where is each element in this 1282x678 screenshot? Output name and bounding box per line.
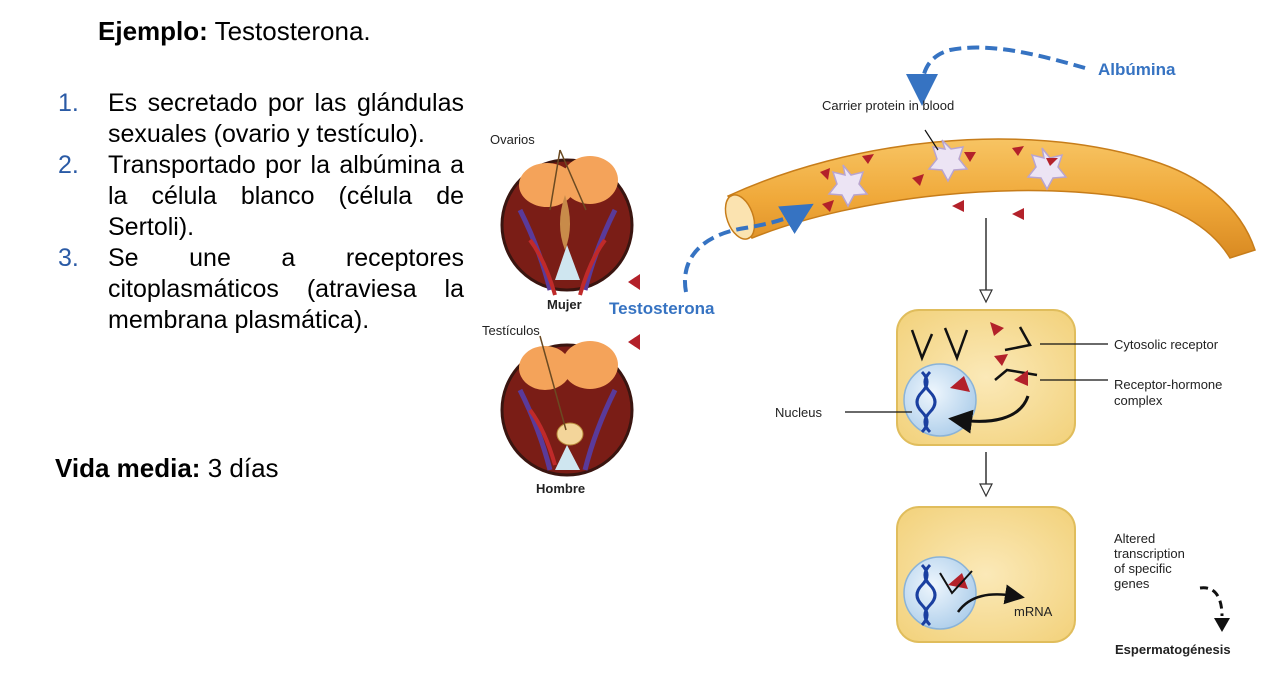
example-value: Testosterona.	[214, 16, 371, 46]
receptor-hormone-label: Receptor-hormone	[1114, 377, 1223, 392]
outcome-arrow	[1199, 586, 1224, 617]
hormone-triangle	[628, 334, 640, 350]
down-arrow-icon	[979, 452, 993, 498]
testosterone-arrow	[683, 203, 814, 293]
complex-label: complex	[1114, 393, 1163, 408]
half-life: Vida media: 3 días	[55, 453, 279, 484]
step-text: Se une a receptores citoplasmáticos (atr…	[108, 244, 464, 334]
target-cell-transcription	[896, 506, 1076, 643]
testis-illustration	[500, 335, 634, 477]
altered-line-2: transcription	[1114, 546, 1185, 561]
blood-vessel	[724, 138, 1256, 259]
albumin-label: Albúmina	[1098, 60, 1176, 79]
nucleus-label: Nucleus	[775, 405, 822, 420]
hormone-triangles	[820, 146, 1058, 220]
carrier-label: Carrier protein in blood	[822, 98, 955, 113]
step-text: Transportado por la albúmina a la célula…	[108, 151, 464, 241]
altered-line-3: of specific	[1114, 561, 1172, 576]
altered-transcription-label: Altered transcription of specific genes	[1114, 531, 1185, 591]
target-cell	[896, 309, 1076, 446]
step-text: Es secretado por las glándulas sexuales …	[108, 89, 464, 148]
list-item: 1. Es secretado por las glándulas sexual…	[58, 88, 464, 150]
hormone-triangle	[628, 274, 640, 290]
spermatogenesis-label: Espermatogénesis	[1115, 642, 1231, 657]
altered-line-4: genes	[1114, 576, 1150, 591]
female-label: Mujer	[547, 297, 582, 312]
list-item: 2. Transportado por la albúmina a la cél…	[58, 150, 464, 243]
albumin-arrow	[906, 45, 1086, 106]
example-heading: Ejemplo: Testosterona.	[98, 16, 371, 47]
male-label: Hombre	[536, 481, 586, 496]
testosterone-label: Testosterona	[609, 299, 715, 318]
half-life-label: Vida media:	[55, 453, 201, 483]
steps-list: 1. Es secretado por las glándulas sexual…	[58, 88, 464, 336]
altered-line-1: Altered	[1114, 531, 1156, 546]
ovaries-label: Ovarios	[490, 132, 535, 147]
ovary-illustration	[500, 149, 634, 296]
carrier-protein-icon	[927, 139, 969, 183]
step-number: 3.	[58, 244, 79, 272]
down-arrow-icon	[979, 218, 993, 304]
step-number: 2.	[58, 151, 79, 179]
step-number: 1.	[58, 89, 79, 117]
list-item: 3. Se une a receptores citoplasmáticos (…	[58, 243, 464, 336]
mrna-label: mRNA	[1014, 604, 1053, 619]
testes-label: Testículos	[482, 323, 540, 338]
example-label: Ejemplo:	[98, 16, 208, 46]
carrier-pointer	[924, 129, 939, 151]
half-life-value: 3 días	[207, 453, 279, 483]
outcome-arrowhead-icon	[1214, 618, 1230, 632]
cytosolic-receptor-label: Cytosolic receptor	[1114, 337, 1219, 352]
carrier-protein-icon	[827, 164, 869, 208]
